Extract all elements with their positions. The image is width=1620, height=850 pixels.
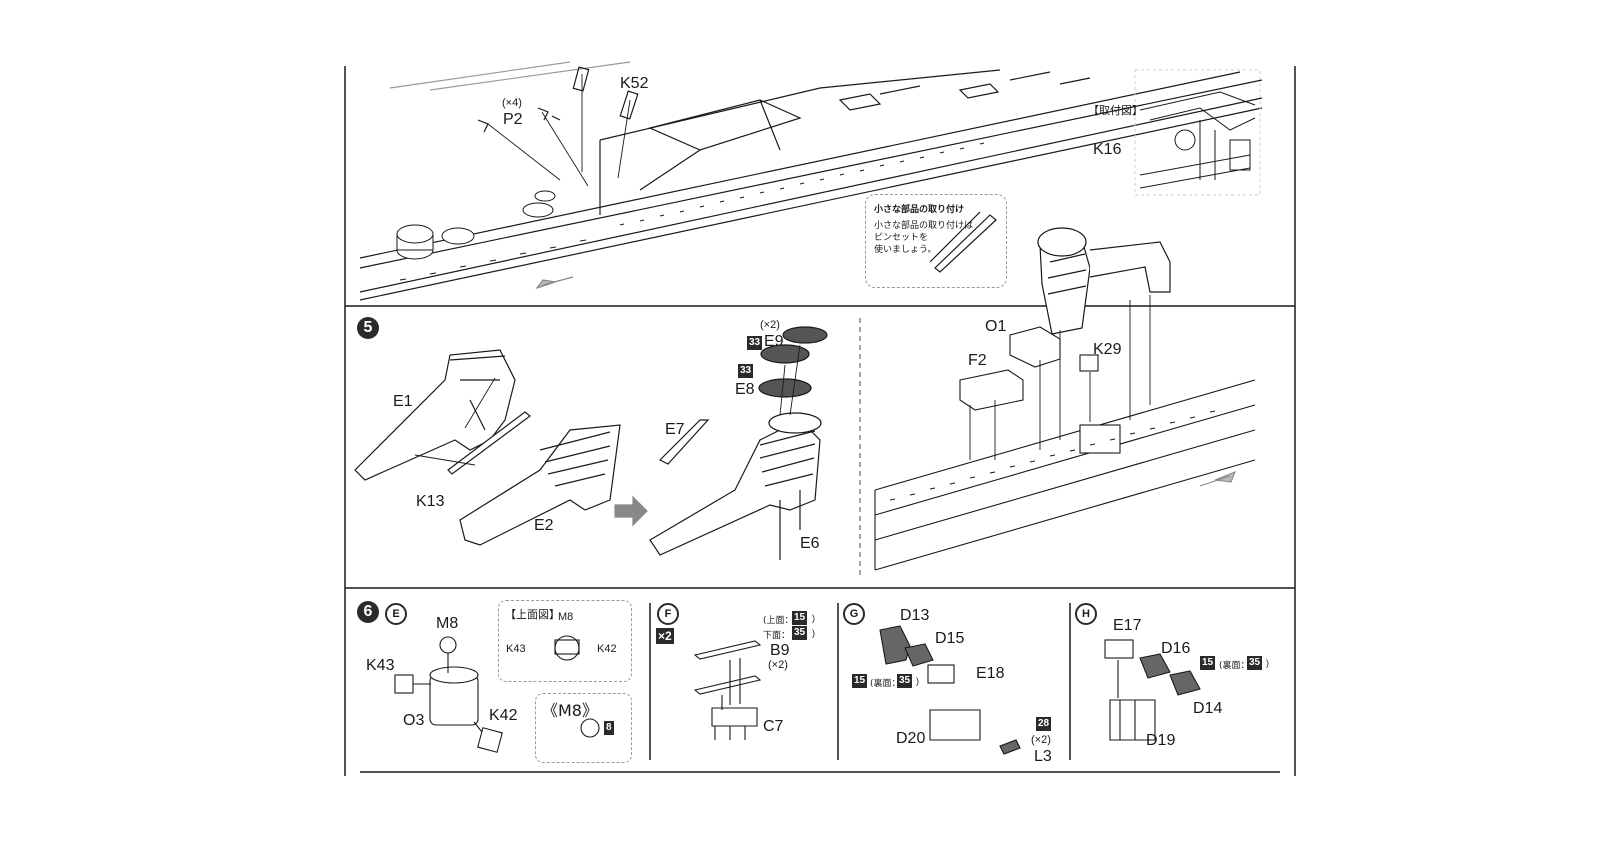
deck-detail-dots bbox=[399, 142, 985, 281]
page-frame bbox=[344, 66, 1296, 776]
color-code-chip: 28 bbox=[1036, 717, 1052, 731]
back-surface-label: (裏面： bbox=[1219, 661, 1250, 671]
sub-step-h: H bbox=[1075, 603, 1097, 625]
part-label-m8: M8 bbox=[436, 615, 459, 632]
part-label-k42: K42 bbox=[489, 707, 518, 724]
m8-detail-label: 《M8》 bbox=[542, 701, 598, 720]
back-surface-label: (裏面： bbox=[870, 679, 901, 689]
part-label-e6: E6 bbox=[800, 535, 820, 552]
sub-step-f: F bbox=[657, 603, 679, 625]
sub-step-e: E bbox=[385, 603, 407, 625]
tip-title: 小さな部品の取り付け bbox=[874, 205, 965, 215]
part-label-k13: K13 bbox=[416, 493, 445, 510]
color-code-chip: 15 bbox=[852, 674, 868, 688]
tip-body-line2: ピンセットを bbox=[874, 233, 929, 243]
part-label-e9: E9 bbox=[764, 333, 784, 350]
step6-parts-drawing bbox=[394, 625, 1201, 755]
paren-close: ) bbox=[916, 676, 919, 686]
part-label-d15: D15 bbox=[935, 630, 965, 647]
hull-top-drawing bbox=[359, 61, 1263, 301]
attach-view-drawing bbox=[1134, 69, 1261, 196]
lower-surface-label: 下面： bbox=[763, 631, 791, 641]
part-label-e7: E7 bbox=[665, 421, 685, 438]
quantity-label-b9: (×2) bbox=[768, 659, 788, 671]
part-label-e8: E8 bbox=[735, 381, 755, 398]
color-code-chip: 33 bbox=[747, 336, 763, 350]
color-code-chip: 15 bbox=[792, 611, 808, 625]
part-label-d19: D19 bbox=[1146, 732, 1176, 749]
part-label-d14: D14 bbox=[1193, 700, 1223, 717]
part-label-e1: E1 bbox=[393, 393, 413, 410]
color-code-chip: 35 bbox=[1247, 656, 1263, 670]
part-label-k52: K52 bbox=[620, 75, 649, 92]
part-label-c7: C7 bbox=[763, 718, 784, 735]
part-label-o3: O3 bbox=[403, 712, 425, 729]
paren-close: ) bbox=[812, 628, 815, 638]
color-code-chip: 8 bbox=[604, 721, 614, 735]
paren-close: ) bbox=[1266, 658, 1269, 668]
part-label-d16: D16 bbox=[1161, 640, 1191, 657]
part-label-b9: B9 bbox=[770, 642, 790, 659]
part-label-d20: D20 bbox=[896, 730, 926, 747]
part-label-d13: D13 bbox=[900, 607, 930, 624]
tip-box bbox=[865, 194, 1007, 288]
paren-close: ) bbox=[812, 613, 815, 623]
part-label-k42-top: K42 bbox=[597, 643, 617, 655]
part-label-k43-top: K43 bbox=[506, 643, 526, 655]
top-view-label: 【上面図】 bbox=[505, 608, 560, 621]
tip-body-line1: 小さな部品の取り付けは bbox=[874, 221, 974, 231]
top-surface-label: (上面： bbox=[763, 616, 794, 626]
part-label-p2: P2 bbox=[503, 111, 523, 128]
part-label-m8-top: M8 bbox=[558, 611, 574, 623]
part-label-k29: K29 bbox=[1093, 341, 1122, 358]
part-label-e17: E17 bbox=[1113, 617, 1142, 634]
sub-step-g: G bbox=[843, 603, 865, 625]
quantity-label-l3: (×2) bbox=[1031, 734, 1051, 746]
part-label-e18: E18 bbox=[976, 665, 1005, 682]
color-code-chip: 35 bbox=[897, 674, 913, 688]
step5-parts-drawing bbox=[354, 326, 828, 560]
top-view-box bbox=[498, 600, 632, 682]
part-label-o1: O1 bbox=[985, 318, 1007, 335]
color-code-chip: 35 bbox=[792, 626, 808, 640]
color-code-chip: 15 bbox=[1200, 656, 1216, 670]
quantity-label-e9: (×2) bbox=[760, 319, 780, 331]
part-label-f2: F2 bbox=[968, 352, 987, 369]
tip-body-line3: 使いましょう。 bbox=[874, 245, 937, 255]
part-label-k43: K43 bbox=[366, 657, 395, 674]
part-label-l3: L3 bbox=[1034, 748, 1052, 765]
quantity-label: (×4) bbox=[502, 97, 522, 109]
times-two-chip: ×2 bbox=[656, 628, 674, 644]
tweezers-icon bbox=[929, 211, 997, 273]
deck-assembly-drawing bbox=[874, 295, 1256, 571]
attach-view-label: 【取付図】 bbox=[1088, 104, 1143, 117]
step-number-6: 6 bbox=[357, 601, 379, 623]
part-label-e2: E2 bbox=[534, 517, 554, 534]
step-number-5: 5 bbox=[357, 317, 379, 339]
part-label-k16: K16 bbox=[1093, 141, 1122, 158]
color-code-chip: 33 bbox=[738, 364, 754, 378]
funnel-assembly-drawing bbox=[1037, 227, 1171, 335]
m8-detail-box bbox=[535, 693, 632, 763]
